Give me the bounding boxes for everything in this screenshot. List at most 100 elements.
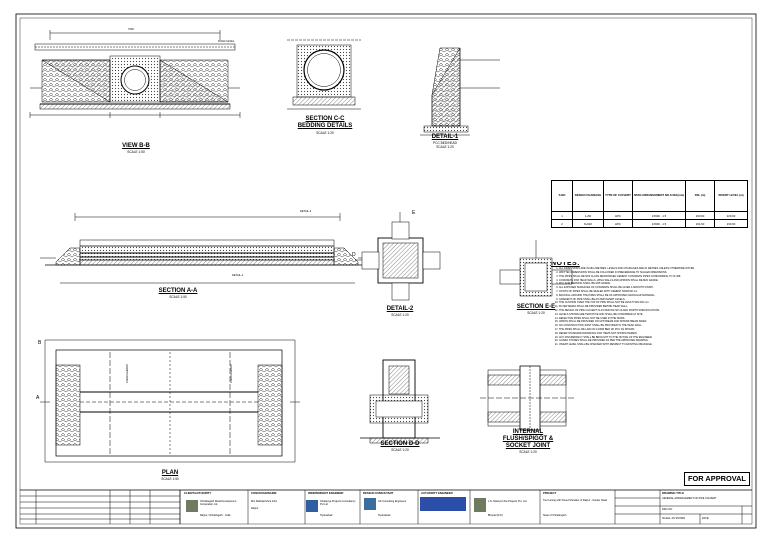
table-cell: 8+620 [572,219,604,228]
sheet-border [15,13,757,529]
section-dd-scale: SCALE 1:20 [391,448,409,452]
plan-title: PLAN [161,470,179,476]
scale-label: SCALE: AS SHOWN [662,517,686,520]
joint-title: INTERNAL [512,429,544,435]
joint-scale: SCALE 1:20 [519,450,537,454]
table-cell: 230.60 [714,219,748,228]
note-item: FILTER MEDIA SHALL BE PROVIDED BEHIND HE… [559,305,751,308]
table-header-row: S.NO DESIGN CHAINAGE TYPE OF CULVERT SPA… [551,180,748,212]
detail-2-ref: DETAIL-2 [300,210,312,213]
table-header: INVERT LEVEL (m) [714,180,748,212]
note-item: REFER STANDARD DRAWINGS FOR ITEMS NOT SH… [559,332,751,335]
client-heading: CLIENT/AUTHORITY [184,491,212,495]
joint-drawing [480,365,574,431]
section-cc-subtitle: BEDDING DETAILS [297,123,353,129]
section-cc-drawing [287,39,361,110]
detail-1-subtitle: PCC BED/HEAD [433,141,457,145]
table-cell: 2 [551,219,573,228]
sheet-inner-border [19,17,753,525]
note-item: GRADIENT OF PIPE SHALL BE AS PER INVERT … [559,298,751,301]
notes-title: NOTES: [551,262,580,267]
date-label: DATE: [702,517,710,520]
project-address: State of Chhattisgarh [543,514,567,517]
note-item: THE DESIGN OF PIPE CULVERT IS AS PER IRC… [559,309,751,312]
detail-1-title: DETAIL-1 [431,134,459,140]
concessionaire-address: Raipur [251,507,259,510]
note-item: ALL DIMENSIONS ARE IN MILLIMETRES. LEVEL… [559,267,751,270]
table-cell: 231.60 [685,219,715,228]
ie-name: Chaitanya Projects Consultancy Pvt Ltd [320,500,356,506]
section-ee-drawing [499,240,573,297]
detail-1-scale: SCALE 1:20 [436,145,454,149]
table-cell: HPC [603,211,633,220]
section-aa-drawing [40,213,374,284]
detail-2-drawing [355,212,441,301]
approval-stamp: FOR APPROVAL [684,472,750,486]
ie-address: Hyderabad [320,514,333,517]
road-level-label: ROAD LEVEL [218,40,235,43]
authority-engineer-name: L.N. Malviya Infra Projects Pvt. Ltd. [488,500,528,503]
detail-2-scale: SCALE 1:20 [391,313,409,317]
note-item: THE PIPES SHALL BE NP4 CLASS REINFORCED … [559,275,751,278]
table-header: S.NO [551,180,573,212]
note-item: CONCRETE FOR HEAD WALLS, WING WALLS AND … [559,279,751,282]
carriageway-label-2: CARRIAGEWAY [230,363,234,384]
section-marker-b: B [38,340,42,346]
joint-subtitle: FLUSH/SPIGOT & [502,436,554,442]
notes-list: ALL DIMENSIONS ARE IN MILLIMETRES. LEVEL… [551,267,751,346]
detail-2-title: DETAIL-2 [386,306,414,312]
drawing-title-heading: DRAWING TITLE [662,491,685,495]
section-dd-title: SECTION D-D [380,441,420,447]
note-item: WRITTEN DIMENSIONS SHALL BE FOLLOWED IN … [559,271,751,274]
table-header: SPAN ARRANGEMENT NO.S DIA(mm) [632,180,686,212]
dc-heading: DESIGN CONSULTANT [363,491,394,495]
chainage-table: S.NO DESIGN CHAINAGE TYPE OF CULVERT SPA… [551,180,748,228]
note-item: THE CUSHION OVER THE TOP OF PIPE SHALL N… [559,301,751,304]
table-row: 2 8+620 HPC 1X900 - 1.5 231.60 230.60 [551,219,748,228]
table-cell: 1 [551,211,573,220]
ie-heading: INDEPENDENT ENGINEER [308,491,344,495]
note-item: PCC FOR BEDDING SHALL BE M15 GRADE. [559,282,751,285]
note-item: LEVELS SHOWN ARE TENTATIVE AND SHALL BE … [559,313,751,316]
drawing-number-label: DRG NO: [662,508,673,511]
section-marker-a: A [36,395,40,401]
concessionaire-heading: CONCESSIONAIRE [251,491,277,495]
client-name: Chhattisgarh Road Development Corporatio… [200,500,237,506]
section-cc-scale: SCALE 1:20 [316,131,334,135]
plan-drawing [40,339,300,463]
section-aa-scale: SCALE 1:50 [169,295,187,299]
note-item: JOINTS OF PIPES SHALL BE SEALED WITH CEM… [559,290,751,293]
table-header: DESIGN CHAINAGE [572,180,604,212]
note-item: GUARD STONES SHALL BE PROVIDED AS PER TH… [559,339,751,342]
view-bb-scale: SCALE 1:50 [127,150,145,154]
section-marker-d: D [352,252,356,258]
table-cell: 229.90 [714,211,748,220]
note-item: ALL EXPOSED SURFACES OF CONCRETE SHALL B… [559,286,751,289]
note-item: APRON SHALL BE PROVIDED ON UPSTREAM AND … [559,320,751,323]
section-marker-e: E [412,210,416,216]
dc-address: Hyderabad [378,514,391,517]
note-item: ANY DISCREPANCY SHALL BE BROUGHT TO THE … [559,336,751,339]
note-item: NO CONSTRUCTION JOINT SHALL BE PROVIDED … [559,324,751,327]
section-ee-scale: SCALE 1:20 [527,311,545,315]
title-block [20,489,752,524]
client-address: Raipur, Chhattisgarh - India [200,514,231,517]
detail-1-ref: DETAIL-1 [232,274,244,277]
project-heading: PROJECT [543,491,557,495]
table-row: 1 1+50 HPC 1X900 - 1.5 230.90 229.90 [551,211,748,220]
note-item: DEFECTIVE PIPES SHALL NOT BE USED IN THE… [559,317,751,320]
view-bb-drawing [29,30,241,118]
section-ee-title: SECTION E-E [516,304,556,310]
note-item: BACKFILL AROUND THE PIPES SHALL BE OF AP… [559,294,751,297]
table-cell: 1+50 [572,211,604,220]
plan-scale: SCALE 1:50 [161,477,179,481]
table-header: TYPE OF CULVERT [603,180,633,212]
detail-1-drawing [420,47,500,136]
table-cell: 230.90 [685,211,715,220]
view-bb-title: VIEW B-B [122,143,150,149]
drawing-title: GENERAL ARRANGEMENT OF PIPE CULVERT [662,497,717,500]
note-item: INVERT LEVEL SHALL BE CHECKED WITH RESPE… [559,343,751,346]
notes-section: NOTES: ALL DIMENSIONS ARE IN MILLIMETRES… [551,262,751,412]
dim-top-label: 7000 [128,28,134,31]
